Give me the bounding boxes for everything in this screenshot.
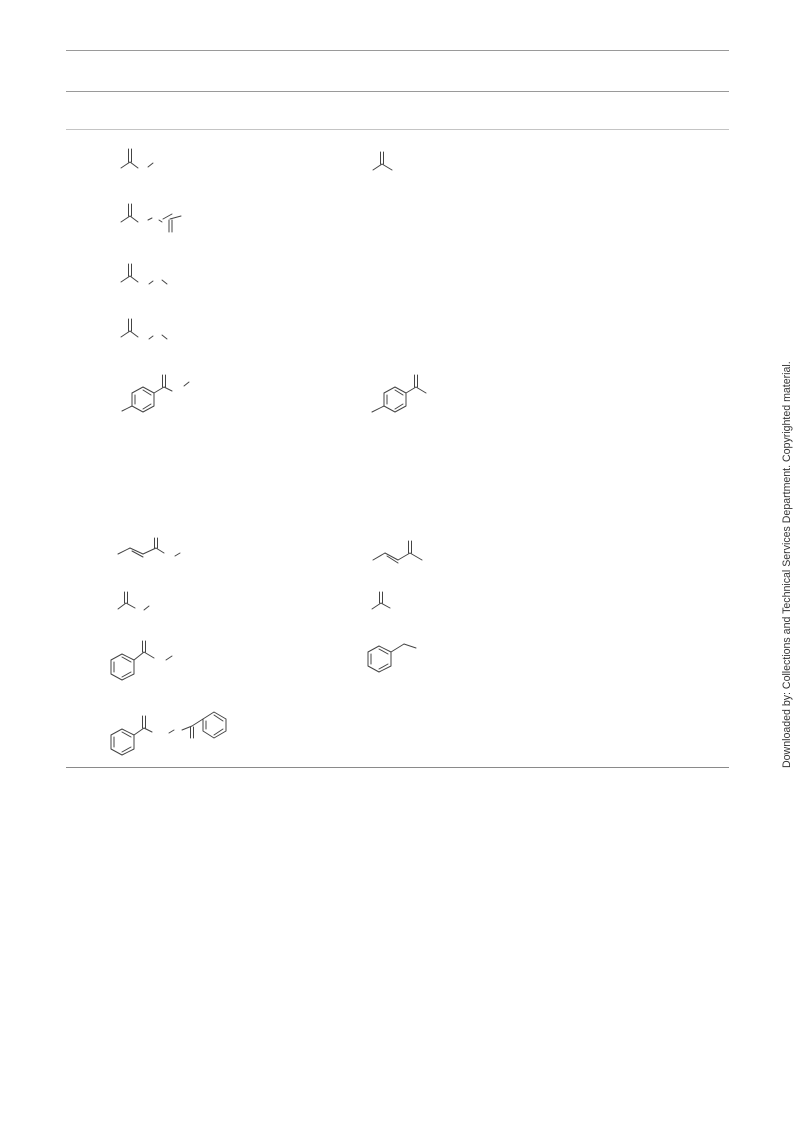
- crotyl-ketone-ester-fragment-icon: [117, 537, 181, 558]
- ethylbenzene-fragment-icon: [367, 643, 417, 673]
- p-methylbenzoyl-ester-fragment-icon: [121, 374, 190, 413]
- table-bottom-rule: [66, 767, 729, 768]
- acetyl-ester-chain-fragment-icon: [120, 263, 168, 285]
- acetyl-ester-fragment-icon: [117, 591, 150, 611]
- pentenone-fragment-icon: [372, 540, 423, 564]
- table-header-rule: [66, 91, 729, 92]
- acetyl-ester-fragment-icon: [120, 148, 154, 169]
- acetic-anhydride-fragment-icon: [120, 203, 182, 233]
- table-column-rule: [66, 129, 729, 130]
- acetyl-fragment-icon: [372, 151, 393, 171]
- download-watermark: Downloaded by: Collections and Technical…: [781, 361, 793, 768]
- acetyl-ester-chain-fragment-icon: [120, 318, 168, 340]
- benzoic-anhydride-fragment-icon: [110, 711, 227, 756]
- p-methylacetophenone-fragment-icon: [371, 374, 427, 413]
- acetyl-fragment-icon: [371, 591, 391, 610]
- benzoyl-ester-fragment-icon: [110, 640, 173, 681]
- table-top-rule: [66, 50, 729, 51]
